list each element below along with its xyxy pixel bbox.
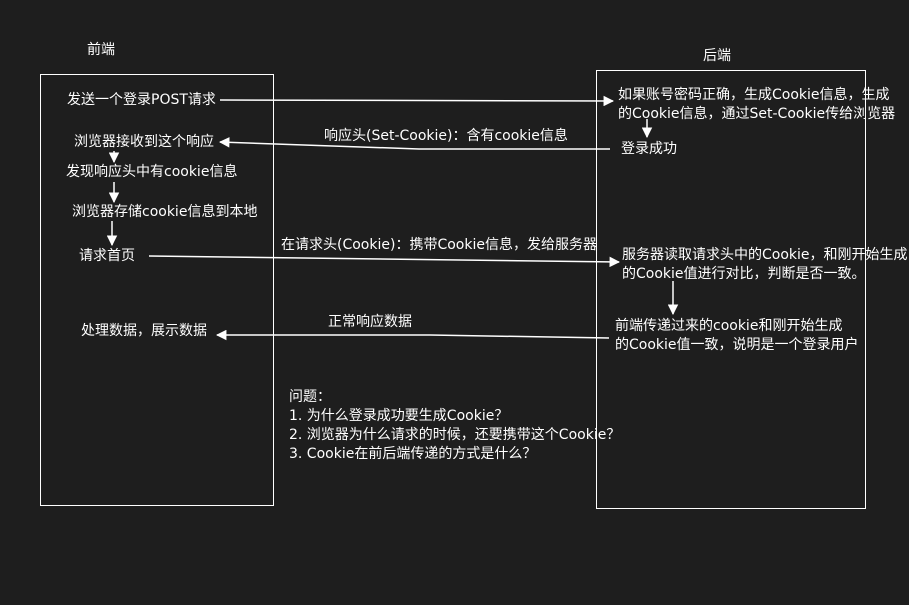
edge-label-set-cookie: 响应头(Set-Cookie)：含有cookie信息 [324,128,568,144]
backend-step-match-line2: 的Cookie值一致，说明是一个登录用户 [615,337,859,353]
frontend-step-store-cookie: 浏览器存储cookie信息到本地 [72,204,258,220]
frontend-step-request-home: 请求首页 [79,248,135,264]
backend-step-create-cookie: 如果账号密码正确，生成Cookie信息，生成 的Cookie信息，通过Set-C… [618,86,895,124]
backend-step-create-cookie-line2: 的Cookie信息，通过Set-Cookie传给浏览器 [618,106,896,122]
backend-step-login-success: 登录成功 [621,141,677,157]
frontend-lane-title: 前端 [87,42,115,58]
backend-step-read-cookie-line1: 服务器读取请求头中的Cookie，和刚开始生成 [622,247,908,263]
question-item: 1. 为什么登录成功要生成Cookie？ [289,408,509,424]
backend-lane [596,70,866,509]
question-item: 3. Cookie在前后端传递的方式是什么？ [289,446,537,462]
arrow-login-to-backend [219,95,615,107]
arrow-match-to-frontend [215,329,610,341]
question-item: 2. 浏览器为什么请求的时候，还要携带这个Cookie？ [289,427,621,443]
backend-lane-title: 后端 [703,48,731,64]
backend-step-match-line1: 前端传递过来的cookie和刚开始生成 [615,318,843,334]
frontend-step-process-data: 处理数据，展示数据 [81,323,207,339]
backend-step-match: 前端传递过来的cookie和刚开始生成 的Cookie值一致，说明是一个登录用户 [615,317,859,355]
edge-label-request-cookie: 在请求头(Cookie)：携带Cookie信息，发给服务器 [281,237,597,253]
backend-step-read-cookie-line2: 的Cookie值进行对比，判断是否一致。 [622,266,866,282]
backend-step-create-cookie-line1: 如果账号密码正确，生成Cookie信息，生成 [618,87,890,103]
questions-block: 问题： 1. 为什么登录成功要生成Cookie？ 2. 浏览器为什么请求的时候，… [289,388,620,464]
frontend-step-receive-response: 浏览器接收到这个响应 [74,134,214,150]
frontend-step-find-cookie: 发现响应头中有cookie信息 [66,164,238,180]
questions-heading: 问题： [289,389,331,405]
frontend-lane [40,74,274,506]
frontend-step-send-login: 发送一个登录POST请求 [67,92,216,108]
edge-label-normal-response: 正常响应数据 [328,314,412,330]
backend-step-read-cookie: 服务器读取请求头中的Cookie，和刚开始生成 的Cookie值进行对比，判断是… [622,246,908,284]
